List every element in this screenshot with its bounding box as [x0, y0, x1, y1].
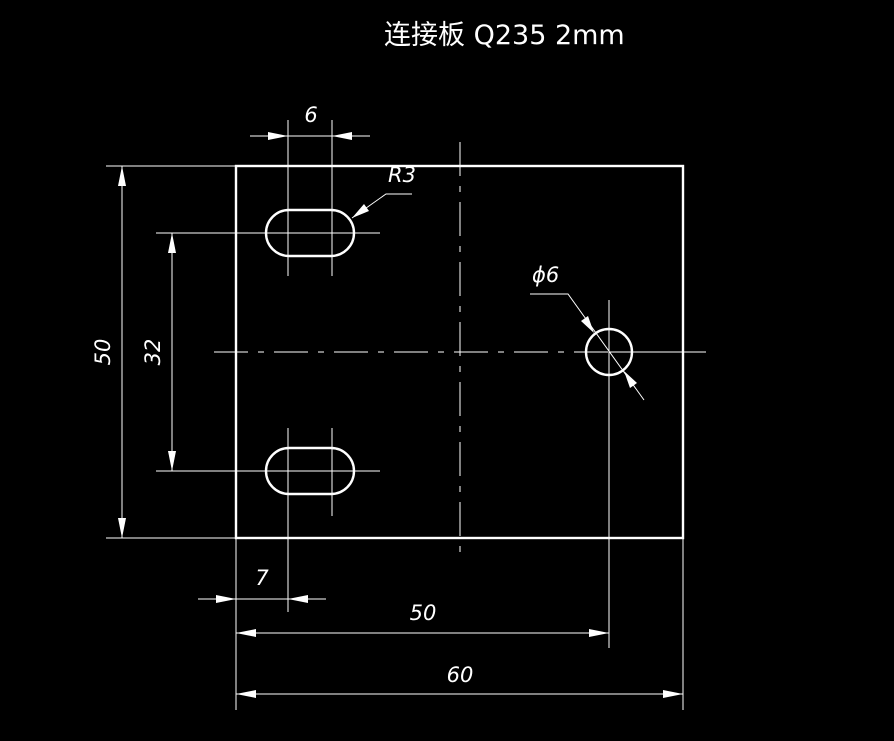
dim-slot-radius: R3 — [388, 163, 416, 187]
dim-plate-width: 60 — [447, 663, 474, 687]
arrowhead — [216, 595, 236, 603]
arrowhead — [236, 690, 256, 698]
arrowhead — [589, 629, 609, 637]
arrowhead — [624, 371, 637, 388]
arrowhead — [118, 518, 126, 538]
arrowhead — [168, 233, 176, 253]
drawing-title: 连接板 Q235 2mm — [384, 20, 625, 51]
arrowhead — [663, 690, 683, 698]
dim-hole-offset: 50 — [410, 601, 437, 625]
arrowhead — [118, 166, 126, 186]
arrowhead — [288, 595, 308, 603]
dim-plate-height: 50 — [91, 339, 115, 366]
arrowhead — [236, 629, 256, 637]
leader-hole-diameter — [530, 293, 645, 401]
arrowhead — [352, 204, 369, 218]
dim-slot-offset: 7 — [255, 566, 269, 590]
dim-slot-spacing: 32 — [141, 339, 165, 366]
dim-slot-width: 6 — [304, 103, 317, 127]
arrowhead — [581, 316, 594, 333]
arrowhead — [168, 451, 176, 471]
dim-hole-diameter: ϕ6 — [532, 263, 559, 287]
round-hole — [584, 327, 634, 377]
leader-slot-radius — [351, 193, 412, 219]
arrowhead — [268, 132, 288, 140]
arrowhead — [332, 132, 352, 140]
